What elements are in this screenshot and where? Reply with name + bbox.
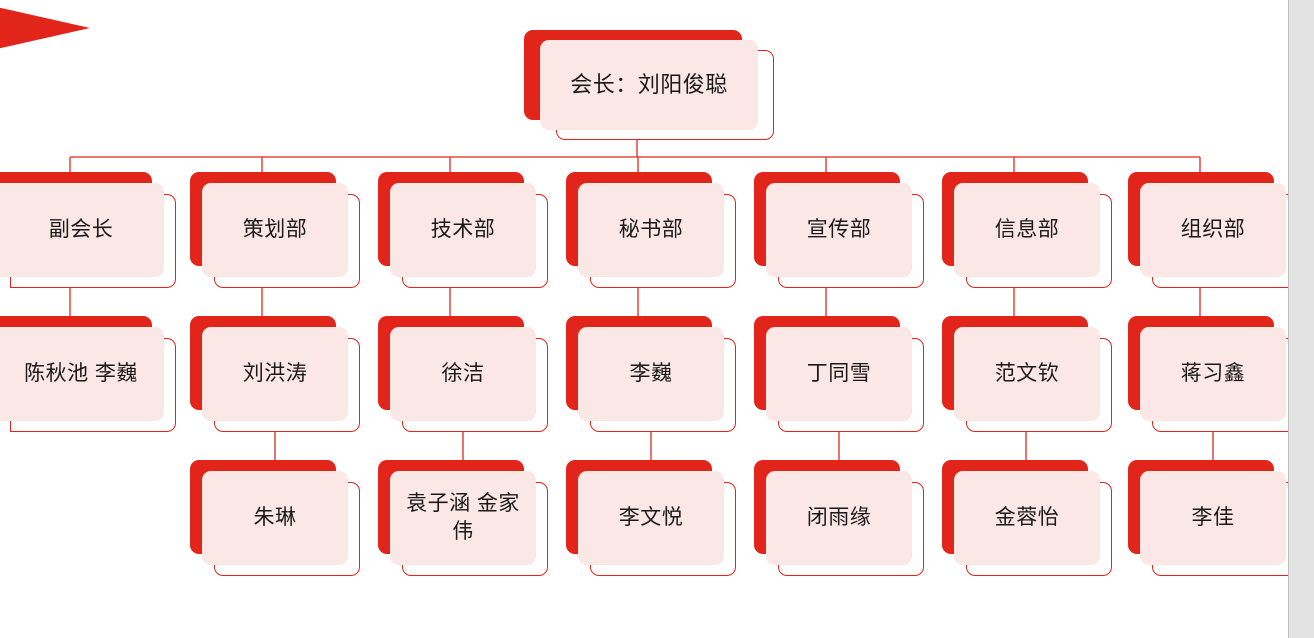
node-label: 范文钦 (994, 362, 1060, 386)
node-dept-6[interactable]: 组织部 (1128, 172, 1298, 288)
node-dept-0[interactable]: 副会长 (0, 172, 176, 288)
node-face: 蒋习鑫 (1140, 327, 1286, 421)
node-root[interactable]: 会长：刘阳俊聪 (524, 30, 774, 140)
node-label: 秘书部 (618, 218, 684, 242)
node-face: 策划部 (202, 183, 348, 277)
node-face: 组织部 (1140, 183, 1286, 277)
node-label: 会长：刘阳俊聪 (570, 72, 728, 98)
node-member-3[interactable]: 李巍 (566, 316, 736, 432)
node-label: 技术部 (430, 218, 496, 242)
slide-edge-gutter (1289, 0, 1314, 638)
node-member-5[interactable]: 范文钦 (942, 316, 1112, 432)
node-label: 李文悦 (618, 506, 684, 530)
node-third-5[interactable]: 金蓉怡 (942, 460, 1112, 576)
node-face: 秘书部 (578, 183, 724, 277)
node-face: 李文悦 (578, 471, 724, 565)
node-face: 金蓉怡 (954, 471, 1100, 565)
node-dept-5[interactable]: 信息部 (942, 172, 1112, 288)
node-label: 金蓉怡 (994, 506, 1060, 530)
node-label: 刘洪涛 (242, 362, 308, 386)
node-label: 信息部 (994, 218, 1060, 242)
node-dept-2[interactable]: 技术部 (378, 172, 548, 288)
node-label: 徐洁 (441, 362, 485, 386)
node-face: 刘洪涛 (202, 327, 348, 421)
node-label: 宣传部 (806, 218, 872, 242)
node-face: 李巍 (578, 327, 724, 421)
node-label: 策划部 (242, 218, 308, 242)
node-third-4[interactable]: 闭雨缘 (754, 460, 924, 576)
node-member-2[interactable]: 徐洁 (378, 316, 548, 432)
node-face: 李佳 (1140, 471, 1286, 565)
node-label: 副会长 (48, 218, 114, 242)
node-face: 徐洁 (390, 327, 536, 421)
node-label: 李巍 (629, 362, 673, 386)
node-label: 闭雨缘 (806, 506, 872, 530)
node-face: 技术部 (390, 183, 536, 277)
node-label: 蒋习鑫 (1180, 362, 1246, 386)
node-face: 副会长 (0, 183, 164, 277)
node-dept-3[interactable]: 秘书部 (566, 172, 736, 288)
node-label: 陈秋池 李巍 (24, 362, 138, 386)
node-label: 朱琳 (253, 506, 297, 530)
node-label: 袁子涵 金家伟 (406, 492, 520, 543)
red-right-arrow-icon (0, 0, 90, 60)
node-third-1[interactable]: 朱琳 (190, 460, 360, 576)
node-face: 丁同雪 (766, 327, 912, 421)
slide-edge-rule (1288, 0, 1289, 638)
node-third-2[interactable]: 袁子涵 金家伟 (378, 460, 548, 576)
node-face: 陈秋池 李巍 (0, 327, 164, 421)
node-face: 会长：刘阳俊聪 (540, 40, 758, 130)
node-member-0[interactable]: 陈秋池 李巍 (0, 316, 176, 432)
node-label: 李佳 (1191, 506, 1235, 530)
node-member-4[interactable]: 丁同雪 (754, 316, 924, 432)
node-face: 信息部 (954, 183, 1100, 277)
node-label: 丁同雪 (806, 362, 872, 386)
node-member-1[interactable]: 刘洪涛 (190, 316, 360, 432)
node-dept-4[interactable]: 宣传部 (754, 172, 924, 288)
node-third-6[interactable]: 李佳 (1128, 460, 1298, 576)
node-face: 袁子涵 金家伟 (390, 471, 536, 565)
node-third-3[interactable]: 李文悦 (566, 460, 736, 576)
node-face: 范文钦 (954, 327, 1100, 421)
node-face: 朱琳 (202, 471, 348, 565)
node-face: 闭雨缘 (766, 471, 912, 565)
node-label: 组织部 (1180, 218, 1246, 242)
node-member-6[interactable]: 蒋习鑫 (1128, 316, 1298, 432)
node-dept-1[interactable]: 策划部 (190, 172, 360, 288)
node-face: 宣传部 (766, 183, 912, 277)
